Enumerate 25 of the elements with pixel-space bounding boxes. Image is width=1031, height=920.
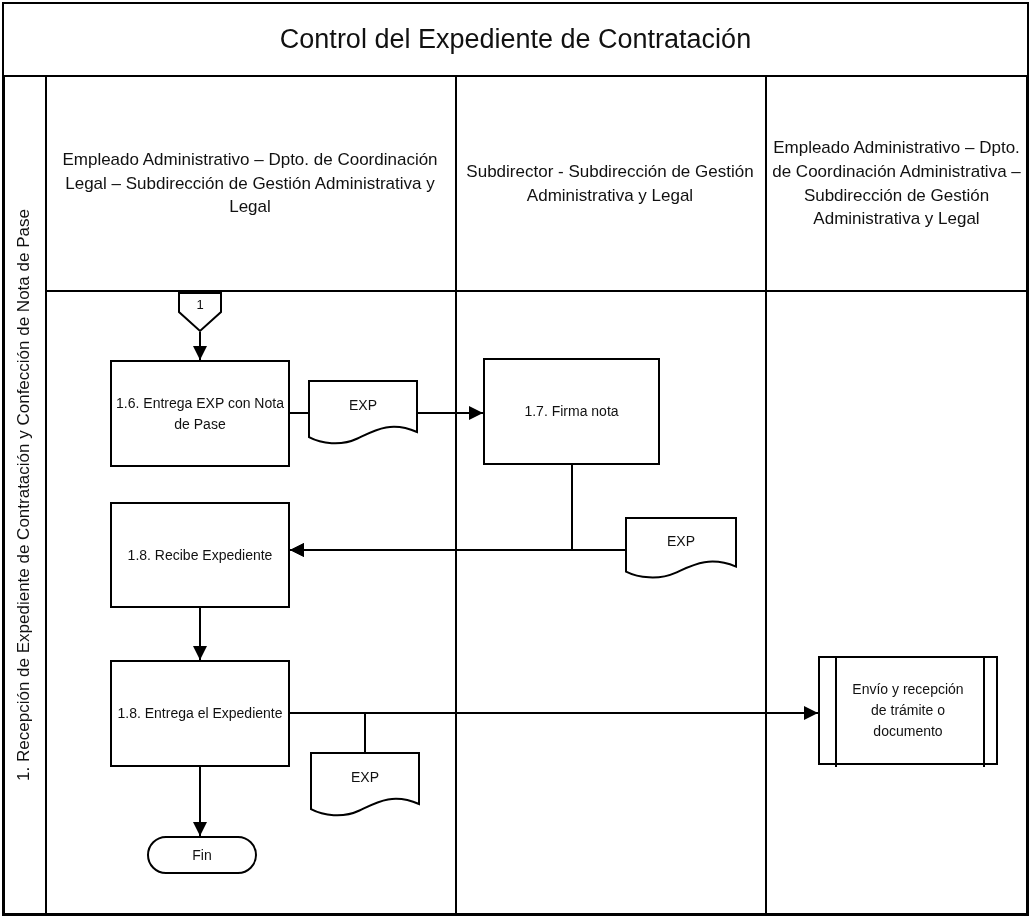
arrow	[417, 406, 484, 420]
process-box: 1.6. Entrega EXP con Nota de Pase	[110, 360, 290, 467]
phase-label: 1. Recepción de Expediente de Contratación y Confección de Nota de Pase	[14, 209, 34, 781]
lane-header: Empleado Administrativo – Dpto. de Coordinación Administrativa – Subdirección de Gestión Administrativa y Legal	[765, 75, 1028, 292]
swimlane	[455, 75, 765, 915]
process-box: 1.8. Entrega el Expediente	[110, 660, 290, 767]
terminator-shape: Fin	[147, 836, 257, 874]
connector-line	[289, 412, 309, 414]
swimlane	[45, 75, 455, 915]
predefined-process-box: Envío y recepción de trámite o documento	[818, 656, 998, 765]
process-box: 1.8. Recibe Expediente	[110, 502, 290, 608]
process-box: 1.7. Firma nota	[483, 358, 660, 465]
lane-header: Empleado Administrativo – Dpto. de Coordinación Legal – Subdirección de Gestión Administrativa y Legal	[45, 75, 455, 292]
connector-line	[289, 712, 366, 753]
offpage-connector: 1	[178, 292, 222, 332]
document-shape: EXP	[308, 380, 418, 445]
diagram-title: Control del Expediente de Contratación	[278, 22, 753, 56]
document-shape: EXP	[625, 517, 737, 579]
arrow	[193, 766, 207, 837]
lane-header: Subdirector - Subdirección de Gestión Administrativa y Legal	[455, 75, 765, 292]
document-shape: EXP	[310, 752, 420, 817]
swimlane	[765, 75, 1028, 915]
arrow	[193, 607, 207, 661]
arrow	[193, 331, 207, 361]
arrow	[289, 543, 626, 557]
